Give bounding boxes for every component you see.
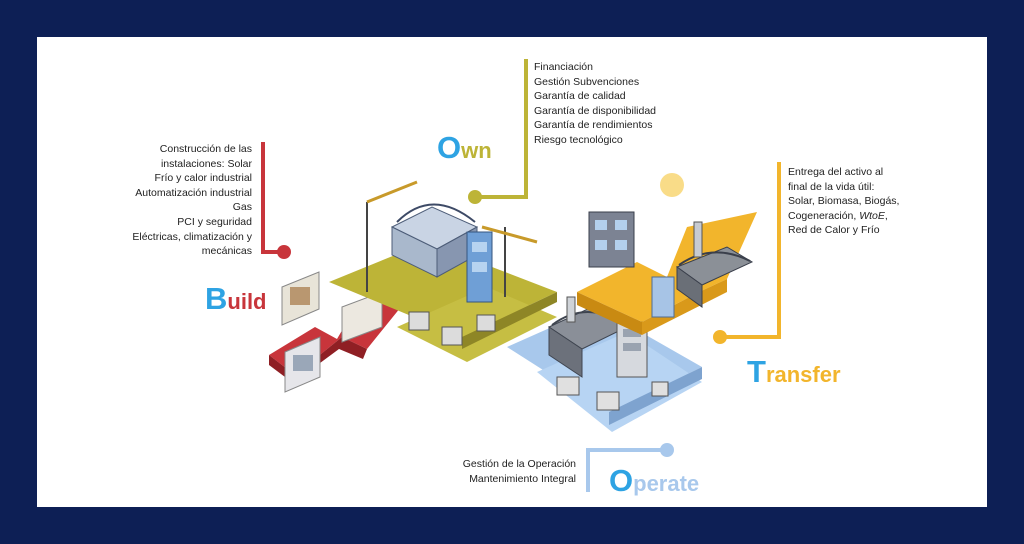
own-buildings (366, 180, 538, 346)
build-label: Build (205, 281, 267, 317)
transfer-label: Transfer (747, 354, 841, 390)
own-line: Garantía de calidad (534, 90, 626, 103)
transfer-label-initial: T (747, 354, 766, 389)
own-label-rest: wn (461, 138, 492, 163)
transfer-label-rest: ransfer (765, 362, 841, 387)
own-description: Financiación Gestión Subvenciones Garant… (534, 60, 656, 148)
own-label-initial: O (437, 130, 462, 165)
build-line: Frío y calor industrial (154, 172, 252, 185)
transfer-line-suffix: , (884, 209, 888, 222)
build-connector (261, 142, 291, 259)
transfer-line: Cogeneración, WtoE, (788, 209, 899, 224)
operate-label-rest: perate (633, 471, 700, 496)
operate-line: Gestión de la Operación (462, 458, 576, 470)
build-description: Construcción de las instalaciones: Solar… (132, 142, 252, 259)
operate-label-initial: O (609, 463, 634, 498)
operate-label: Operate (609, 463, 699, 499)
transfer-connector (713, 162, 781, 344)
build-line: instalaciones: Solar (160, 157, 252, 170)
own-label: Own (437, 130, 492, 166)
own-line: Financiación (534, 61, 593, 73)
operate-description: Gestión de la Operación Mantenimiento In… (442, 457, 576, 486)
content-panel: Construcción de las instalaciones: Solar… (37, 37, 987, 507)
build-line: Automatización industrial (135, 186, 252, 199)
operate-line: Mantenimiento Integral (469, 472, 576, 485)
own-line: Riesgo tecnológico (534, 133, 623, 146)
transfer-line: Solar, Biomasa, Biogás, (788, 195, 900, 208)
own-line: Garantía de disponibilidad (534, 104, 657, 117)
build-label-initial: B (205, 281, 228, 316)
build-line: PCI y seguridad (177, 215, 252, 228)
transfer-line: Entrega del activo al (788, 166, 884, 178)
transfer-buildings (588, 173, 754, 318)
transfer-line: Red de Calor y Frío (788, 224, 880, 237)
transfer-line-text: Cogeneración, (788, 209, 860, 222)
transfer-line: final de la vida útil: (788, 180, 875, 193)
transfer-line-italic: WtoE (859, 209, 885, 222)
bot-isometric-illustration (261, 59, 781, 492)
own-line: Gestión Subvenciones (534, 75, 640, 88)
build-line: Construcción de las (159, 143, 252, 155)
operate-connector (586, 443, 674, 492)
transfer-description: Entrega del activo al final de la vida ú… (788, 165, 899, 238)
transfer-arrow (577, 212, 757, 335)
build-billboards (281, 271, 383, 393)
build-line: Eléctricas, climatización y (132, 230, 252, 243)
build-label-rest: uild (227, 289, 267, 314)
build-line: mecánicas (201, 245, 252, 258)
own-connector (468, 59, 528, 204)
own-line: Garantía de rendimientos (534, 119, 653, 132)
build-line: Gas (232, 201, 252, 214)
